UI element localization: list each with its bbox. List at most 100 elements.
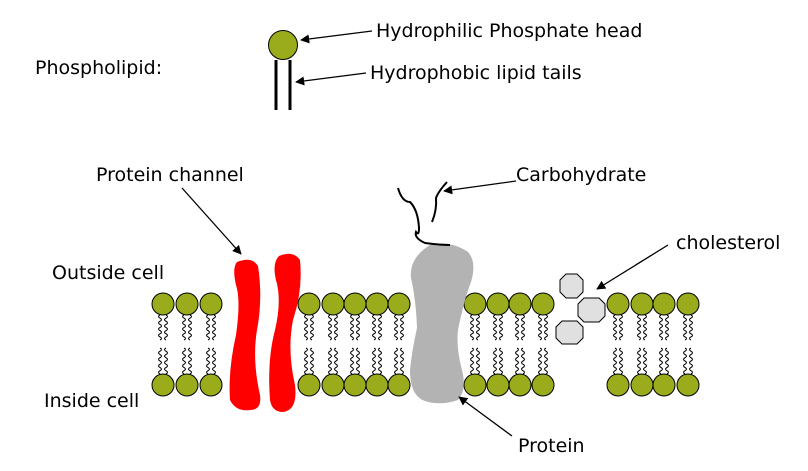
legend-phosphate-head [268,30,298,60]
lipid-tails [158,314,693,375]
lipid-tail-bottom [613,347,617,375]
phosphate-head-outer [387,292,411,316]
annotation-arrows [181,30,669,437]
phosphate-head-outer [486,292,510,316]
lipid-tail-bottom [637,347,641,375]
lipid-tail-bottom [212,347,216,375]
phosphate-head-inner [486,373,510,397]
lipid-tail-top [304,314,308,341]
lipid-tail-bottom [378,347,382,375]
carbohydrate-label: Carbohydrate [516,164,647,186]
phosphate-head-inner [531,373,555,397]
phosphate-head-inner [652,373,676,397]
protein-channel-right [269,253,301,412]
lipid-tail-bottom [544,347,548,375]
outside-cell-label: Outside cell [52,262,165,284]
lipid-tail-top [493,314,497,341]
lipid-tail-top [659,314,663,341]
lipid-tail-bottom [206,347,210,375]
lipid-tail-bottom [188,347,192,375]
lipid-tail-top [356,314,360,341]
phosphate-head-inner [630,373,654,397]
cholesterol-label: cholesterol [676,232,781,254]
phosphate-head-inner [199,373,223,397]
lipid-tail-top [515,314,519,341]
lipid-tail-bottom [476,347,480,375]
phosphate-head-inner [297,373,321,397]
protein-channel-left [229,259,261,411]
phosphate-head-inner [463,373,487,397]
protein-label: Protein [518,435,585,457]
phosphate-head-outer [365,292,389,316]
lipid-tail-bottom [521,347,525,375]
lipid-tail-top [476,314,480,341]
lipid-tail-top [188,314,192,341]
lipid-tail-top [683,314,687,341]
phosphate-head-outer [606,292,630,316]
phosphate-head-inner [676,373,700,397]
lipid-tail-bottom [665,347,669,375]
lipid-tail-top [164,314,168,341]
phosphate-head-outer [463,292,487,316]
legend-phospholipid [268,30,298,110]
phosphate-head-outer [630,292,654,316]
protein-channel [229,253,301,412]
lipid-tail-bottom [619,347,623,375]
lipid-tail-top [206,314,210,341]
lipid-tail-bottom [499,347,503,375]
lipid-tail-top [637,314,641,341]
lipid-tail-bottom [334,347,338,375]
lipid-tail-top [350,314,354,341]
phosphate-head-outer [531,292,555,316]
hydrophilic-head-label: Hydrophilic Phosphate head [376,20,643,42]
lipid-tail-bottom [689,347,693,375]
lipid-tail-top [470,314,474,341]
lipid-tail-bottom [683,347,687,375]
lipid-tail-bottom [394,347,398,375]
lipid-tail-top [689,314,693,341]
arrow-cholesterol [596,244,669,290]
lipid-tail-top [378,314,382,341]
lipid-tail-bottom [328,347,332,375]
phosphate-head-inner [151,373,175,397]
cholesterol-2 [577,297,606,323]
cholesterol-3 [555,320,584,345]
lipid-tail-bottom [164,347,168,375]
hydrophobic-tails-label: Hydrophobic lipid tails [370,62,582,84]
phosphate-head-outer [321,292,345,316]
phospholipid-label: Phospholipid: [35,57,163,79]
lipid-tail-bottom [372,347,376,375]
phosphate-head-outer [652,292,676,316]
phosphate-head-inner [365,373,389,397]
lipid-tail-top [544,314,548,341]
lipid-tail-bottom [304,347,308,375]
lipid-tail-bottom [643,347,647,375]
lipid-tail-top [334,314,338,341]
lipid-tail-top [400,314,404,341]
arrow-head-label [300,30,373,44]
lipid-tail-bottom [356,347,360,375]
phosphate-head-inner [508,373,532,397]
membrane-protein [410,243,474,404]
phosphate-head-outer [199,292,223,316]
lipid-tail-top [310,314,314,341]
lipid-tail-top [613,314,617,341]
phosphate-head-outer [151,292,175,316]
lipid-tail-top [619,314,623,341]
lipid-tail-bottom [158,347,162,375]
cholesterol-molecules [555,273,606,345]
carbohydrate-chain [397,181,451,246]
lipid-tail-bottom [400,347,404,375]
inside-cell-label: Inside cell [44,390,140,412]
cholesterol-1 [559,273,584,299]
phosphate-head-outer [175,292,199,316]
phosphate-head-inner [343,373,367,397]
phosphate-heads [151,292,700,397]
lipid-tail-bottom [515,347,519,375]
arrow-protein [458,396,513,437]
lipid-tail-top [158,314,162,341]
phosphate-head-inner [321,373,345,397]
lipid-tail-top [521,314,525,341]
lipid-tail-top [665,314,669,341]
